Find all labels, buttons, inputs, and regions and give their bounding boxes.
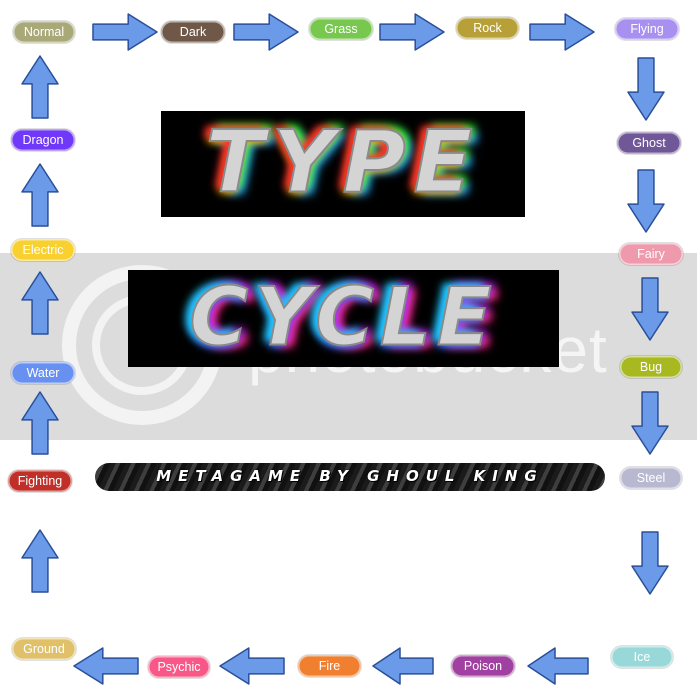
- arrow-shape: [529, 13, 595, 51]
- arrow-fire-to-psychic: [219, 647, 285, 685]
- arrow-shape: [21, 271, 59, 335]
- arrow-electric-to-dragon: [21, 163, 59, 227]
- type-ice: Ice: [611, 646, 673, 668]
- arrow-shape: [631, 277, 669, 341]
- arrow-shape: [73, 647, 139, 685]
- type-fighting: Fighting: [8, 470, 72, 492]
- arrow-steel-to-ice: [631, 531, 669, 595]
- type-rock: Rock: [456, 17, 519, 39]
- arrow-rock-to-flying: [529, 13, 595, 51]
- arrow-shape: [92, 13, 158, 51]
- type-psychic: Psychic: [148, 656, 210, 678]
- arrow-grass-to-rock: [379, 13, 445, 51]
- title-banner-cycle: CYCLE: [128, 270, 559, 367]
- type-electric: Electric: [11, 239, 75, 261]
- arrow-dark-to-grass: [233, 13, 299, 51]
- arrow-shape: [627, 57, 665, 121]
- arrow-shape: [21, 163, 59, 227]
- type-grass: Grass: [309, 18, 373, 40]
- arrow-shape: [627, 169, 665, 233]
- arrow-ice-to-poison: [527, 647, 589, 685]
- arrow-shape: [379, 13, 445, 51]
- type-poison: Poison: [451, 655, 515, 677]
- title-word-type: TYPE: [205, 112, 481, 213]
- arrow-normal-to-dark: [92, 13, 158, 51]
- type-dragon: Dragon: [11, 129, 75, 151]
- byline-banner: METAGAME BY GHOUL KING: [95, 463, 605, 491]
- arrow-fairy-to-bug: [631, 277, 669, 341]
- arrow-psychic-to-ground: [73, 647, 139, 685]
- type-bug: Bug: [620, 356, 682, 378]
- type-normal: Normal: [13, 21, 75, 43]
- type-steel: Steel: [620, 467, 682, 489]
- arrow-shape: [21, 55, 59, 119]
- arrow-fighting-to-water: [21, 391, 59, 455]
- type-ground: Ground: [12, 638, 76, 660]
- arrow-shape: [233, 13, 299, 51]
- arrow-shape: [21, 529, 59, 593]
- arrow-flying-to-ghost: [627, 57, 665, 121]
- type-ghost: Ghost: [617, 132, 681, 154]
- arrow-water-to-electric: [21, 271, 59, 335]
- type-flying: Flying: [615, 18, 679, 40]
- type-fire: Fire: [298, 655, 361, 677]
- arrow-shape: [631, 391, 669, 455]
- arrow-poison-to-fire: [372, 647, 434, 685]
- arrow-ground-to-fighting: [21, 529, 59, 593]
- arrow-shape: [527, 647, 589, 685]
- title-word-cycle: CYCLE: [188, 270, 498, 363]
- type-dark: Dark: [161, 21, 225, 43]
- arrow-bug-to-steel: [631, 391, 669, 455]
- arrow-shape: [219, 647, 285, 685]
- type-fairy: Fairy: [619, 243, 683, 265]
- arrow-shape: [21, 391, 59, 455]
- byline-text: METAGAME BY GHOUL KING: [156, 467, 544, 486]
- type-water: Water: [11, 362, 75, 384]
- arrow-shape: [372, 647, 434, 685]
- arrow-shape: [631, 531, 669, 595]
- arrow-ghost-to-fairy: [627, 169, 665, 233]
- title-banner-type: TYPE: [161, 111, 525, 217]
- arrow-dragon-to-normal: [21, 55, 59, 119]
